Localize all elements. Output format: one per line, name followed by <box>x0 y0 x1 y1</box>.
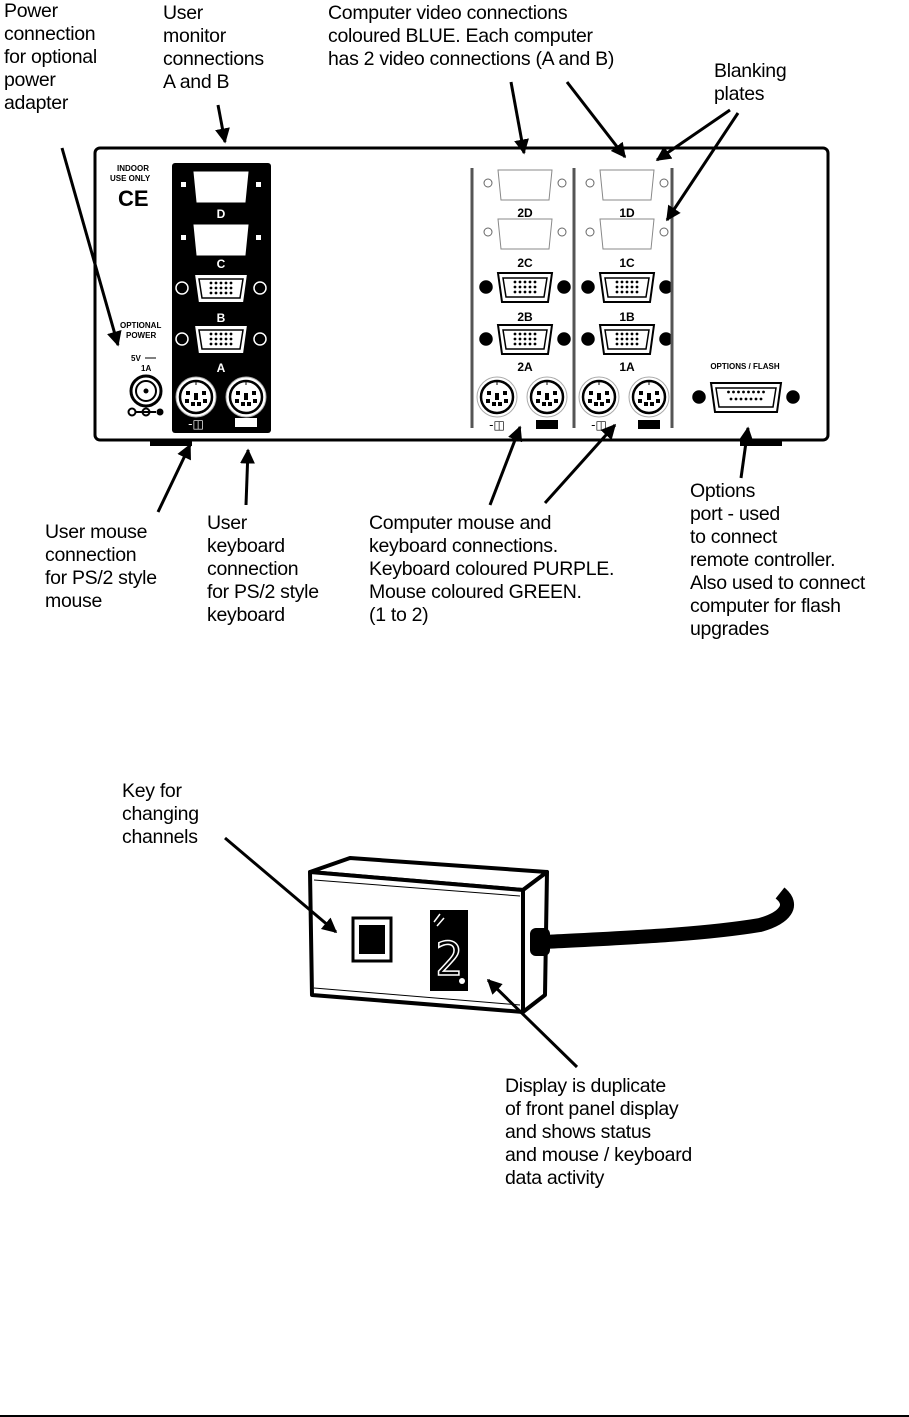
power-jack[interactable] <box>129 374 163 408</box>
user-keyboard-port[interactable] <box>225 376 267 418</box>
port-label: 2C <box>517 256 533 270</box>
foot-left <box>150 440 192 446</box>
port-label: C <box>217 257 226 271</box>
computer-1-keyboard-port[interactable] <box>628 376 670 418</box>
mouse-icon: -◫ <box>591 418 607 432</box>
computer-2-port-c-blanking-plate <box>483 218 567 250</box>
seven-segment-display: 2 <box>430 910 468 991</box>
computer-2-port-d-blanking-plate <box>483 169 567 201</box>
foot-right <box>740 440 782 446</box>
computer-2-port-group: 2D 2C 2B 2A -◫ <box>470 168 571 432</box>
options-flash-port[interactable] <box>692 382 800 413</box>
cable <box>544 887 794 949</box>
mouse-icon: -◫ <box>489 418 505 432</box>
user-port-d-blank <box>181 171 261 203</box>
user-port-c-blank <box>181 224 261 256</box>
callout-arrows <box>60 81 754 1069</box>
port-label: 2B <box>517 310 533 324</box>
computer-1-port-group: 1D 1C 1B 1A -◫ <box>572 168 673 432</box>
keyboard-icon <box>235 418 257 427</box>
channel-key-button[interactable] <box>351 916 393 963</box>
computer-2-video-port-b[interactable] <box>479 324 571 355</box>
computer-1-port-c-blanking-plate <box>585 218 669 250</box>
display-digit: 2 <box>435 932 463 986</box>
computer-1-video-port-c[interactable] <box>581 272 673 303</box>
computer-1-video-port-b[interactable] <box>581 324 673 355</box>
mouse-icon: -◫ <box>188 417 204 431</box>
polarity-icon <box>127 407 164 417</box>
power-rating-label: 5V1A <box>131 354 151 373</box>
cable-grommet <box>530 928 550 956</box>
port-label: 1C <box>619 256 635 270</box>
user-monitor-port-c[interactable] <box>175 273 267 304</box>
port-label: D <box>217 207 226 221</box>
computer-2-video-port-c[interactable] <box>479 272 571 303</box>
port-label: 1D <box>619 206 635 220</box>
computer-1-port-d-blanking-plate <box>585 169 669 201</box>
port-label: 1A <box>619 360 635 374</box>
keyboard-icon <box>536 420 558 429</box>
options-flash-label: OPTIONS / FLASH <box>710 362 780 371</box>
port-label: 2A <box>517 360 533 374</box>
port-label: A <box>217 361 226 375</box>
port-label: 2D <box>517 206 533 220</box>
user-mouse-port[interactable] <box>175 376 217 418</box>
ce-mark: CE <box>118 186 149 211</box>
remote-controller <box>308 856 794 1014</box>
computer-2-mouse-port[interactable] <box>476 376 518 418</box>
computer-1-mouse-port[interactable] <box>578 376 620 418</box>
port-label: 1B <box>619 310 635 324</box>
computer-2-keyboard-port[interactable] <box>526 376 568 418</box>
user-monitor-port-b[interactable] <box>175 324 267 355</box>
port-label: B <box>217 311 226 325</box>
keyboard-icon <box>638 420 660 429</box>
